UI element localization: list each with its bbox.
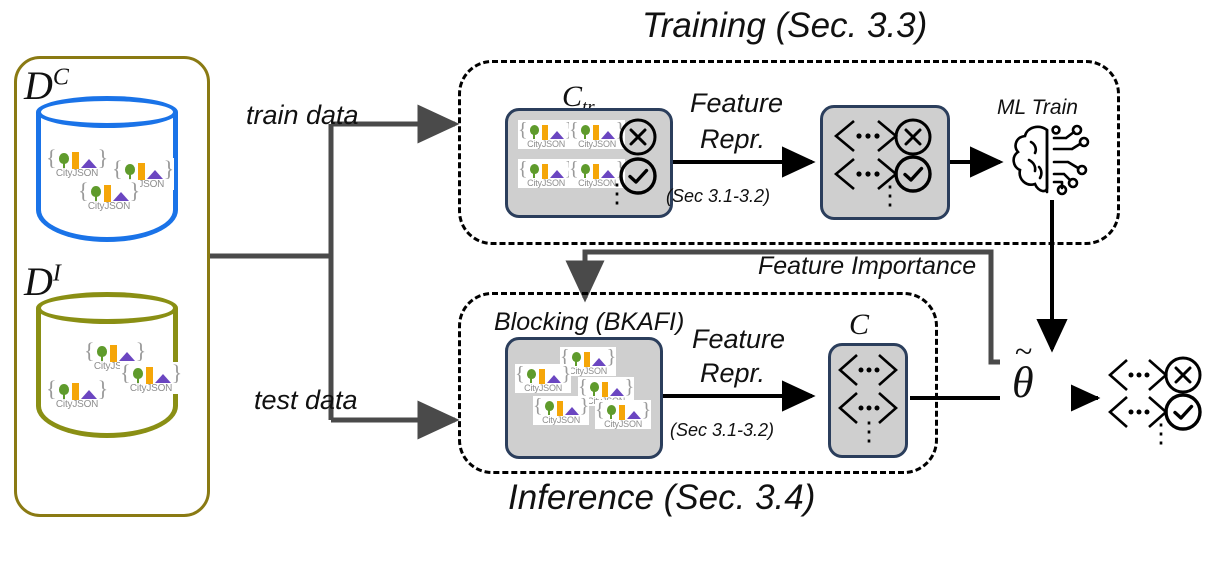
- training-feature-panel: [820, 105, 950, 220]
- feature-vector-icon: [833, 120, 899, 152]
- candidate-set-label: C: [849, 308, 870, 341]
- cityjson-record: { } CityJSON: [78, 178, 141, 212]
- split-connector: [207, 104, 460, 440]
- check-mark-icon: [619, 157, 657, 195]
- training-section-ref: (Sec 3.1-3.2): [666, 186, 771, 206]
- model-parameters-label: ~ θ: [1012, 333, 1034, 407]
- cityjson-caption: CityJSON: [55, 399, 99, 410]
- cityjson-record: { } CityJSON: [46, 376, 109, 410]
- train-data-label: train data: [246, 100, 359, 130]
- training-feature-repr-label-2: Repr.: [700, 124, 766, 154]
- inference-section-ref: (Sec 3.1-3.2): [670, 420, 775, 440]
- cityjson-record: { } CityJSON: [120, 360, 183, 394]
- dataset-instance-superscript: I: [52, 260, 61, 287]
- training-section-title: Training (Sec. 3.3): [642, 6, 928, 45]
- cityjson-caption: CityJSON: [578, 178, 617, 188]
- result-ellipsis: ⋮: [1148, 418, 1174, 448]
- cross-mark-icon: [619, 118, 657, 156]
- cityjson-caption: CityJSON: [604, 419, 643, 429]
- cylinder-top: [36, 292, 178, 324]
- cross-mark-icon: [1164, 356, 1202, 394]
- candidate-feature-panel: [828, 343, 908, 458]
- dataset-candidate-superscript: C: [52, 64, 69, 91]
- cityjson-caption: CityJSON: [542, 415, 581, 425]
- cityjson-caption: CityJSON: [121, 179, 165, 190]
- cityjson-record: { } CityJSON: [518, 159, 575, 188]
- training-pairs-ellipsis: ⋮: [604, 178, 630, 208]
- cross-mark-icon: [894, 118, 932, 156]
- cityjson-caption: CityJSON: [93, 361, 137, 372]
- training-feature-repr-label: Feature: [690, 88, 784, 118]
- cityjson-record: { } CityJSON: [569, 119, 626, 149]
- cityjson-caption: CityJSON: [524, 383, 563, 393]
- cityjson-record: { } CityJSON: [518, 120, 575, 149]
- cylinder-body: [36, 308, 178, 438]
- cityjson-record: { } CityJSON: [569, 158, 626, 188]
- cityjson-caption: CityJSON: [55, 168, 99, 179]
- check-mark-icon: [894, 155, 932, 193]
- cityjson-caption: CityJSON: [527, 139, 566, 149]
- cityjson-record: { } CityJSON: [595, 399, 652, 429]
- cityjson-caption: CityJSON: [87, 201, 131, 212]
- training-feature-ellipsis: ⋮: [877, 180, 903, 210]
- cityjson-record: { } CityJSON: [46, 145, 109, 179]
- tilde-accent: ~: [1015, 333, 1033, 369]
- inference-region: [458, 292, 938, 474]
- inference-feature-repr-label: Feature: [692, 324, 786, 354]
- feature-vector-icon: [838, 392, 898, 424]
- feature-importance-label: Feature Importance: [758, 252, 977, 280]
- ml-train-label: ML Train: [997, 96, 1078, 119]
- cityjson-caption: CityJSON: [578, 139, 617, 149]
- test-data-label: test data: [254, 385, 358, 415]
- brain-chip-icon: [1012, 124, 1090, 196]
- cityjson-record: { } CityJSON: [533, 395, 590, 425]
- check-mark-icon: [1164, 393, 1202, 431]
- cylinder-top: [36, 96, 178, 128]
- candidate-ellipsis: ⋮: [856, 416, 882, 446]
- instance-database-cylinder: [36, 292, 178, 438]
- dataset-candidate-label: DC: [24, 63, 69, 108]
- dataset-instance-label: DI: [24, 259, 61, 304]
- cityjson-caption: CityJSON: [527, 178, 566, 188]
- cityjson-caption: CityJSON: [569, 366, 608, 376]
- feature-vector-icon: [838, 354, 898, 386]
- cityjson-record: { } CityJSON: [84, 338, 147, 372]
- inference-section-title: Inference (Sec. 3.4): [508, 478, 816, 517]
- cityjson-caption: CityJSON: [129, 383, 173, 394]
- blocking-label: Blocking (BKAFI): [494, 308, 685, 336]
- cityjson-record: { } CityJSON: [515, 363, 572, 393]
- feature-vector-icon: [1108, 359, 1168, 391]
- inference-feature-repr-label-2: Repr.: [700, 358, 766, 388]
- training-region: [458, 60, 1120, 245]
